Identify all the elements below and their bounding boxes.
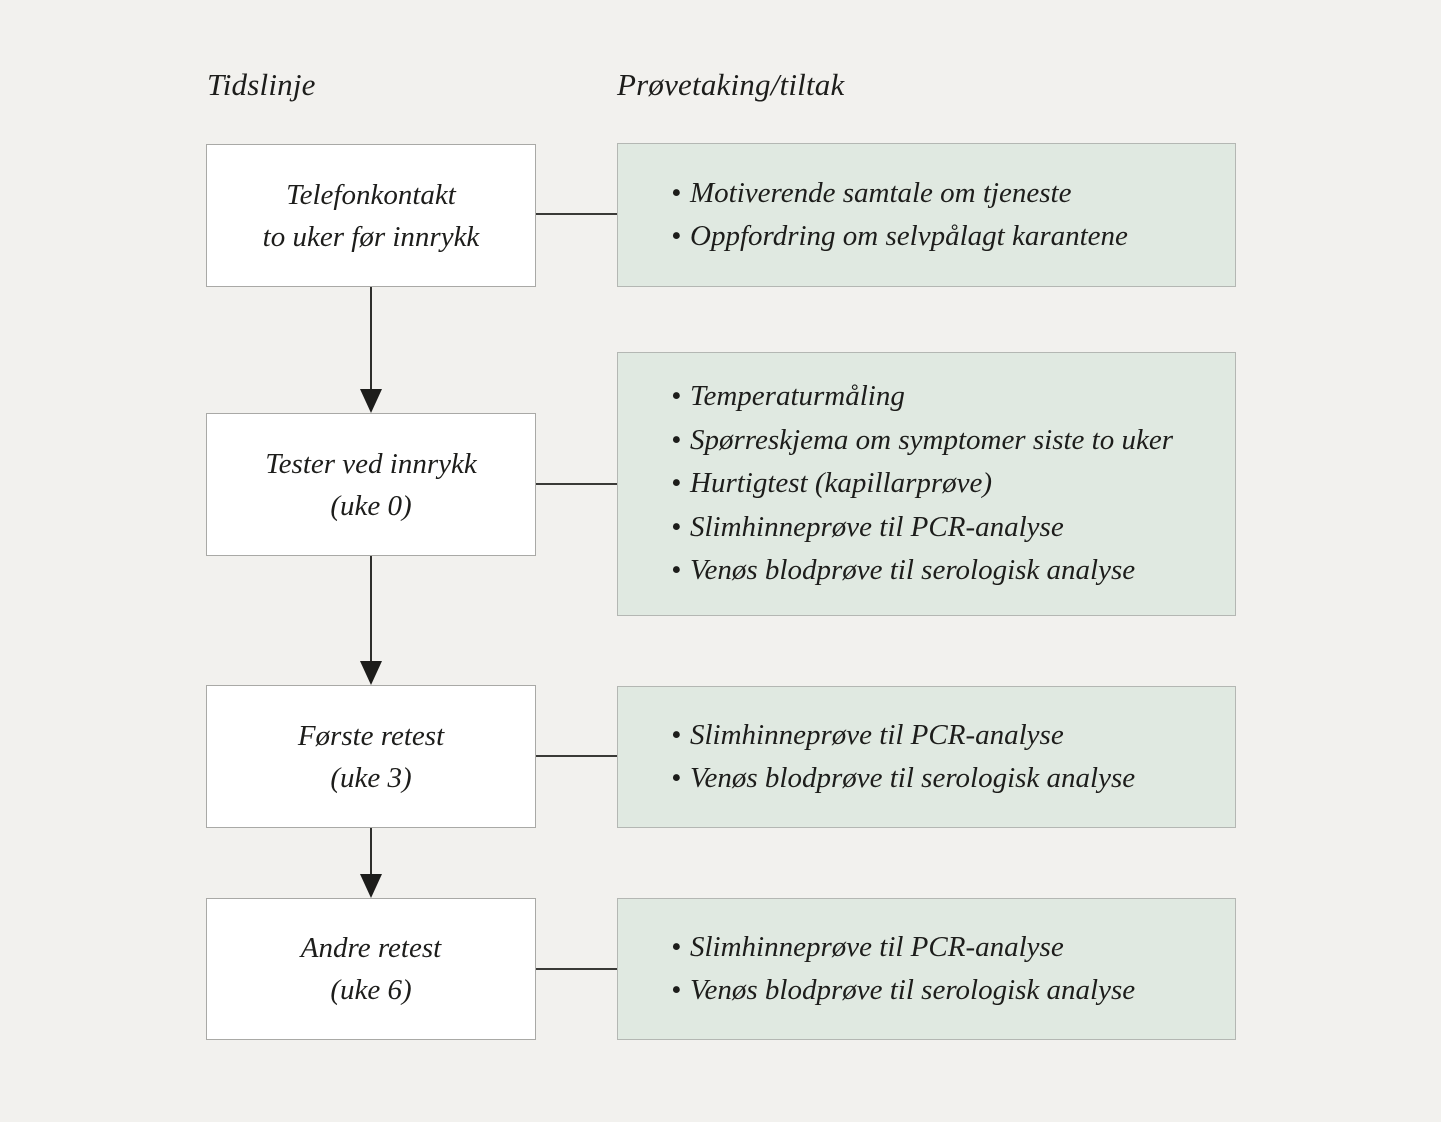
action-item: Slimhinneprøve til PCR-analyse bbox=[671, 506, 1173, 550]
timeline-box-label-line1: Telefonkontakt bbox=[286, 178, 456, 211]
timeline-box-telefonkontakt: Telefonkontakt to uker før innrykk bbox=[206, 144, 536, 287]
actions-panel-3: Slimhinneprøve til PCR-analyse Venøs blo… bbox=[617, 686, 1236, 828]
down-arrow-line-3 bbox=[370, 828, 372, 875]
connector-line-3 bbox=[536, 755, 617, 757]
action-item: Motiverende samtale om tjeneste bbox=[671, 172, 1128, 216]
down-arrow-icon bbox=[360, 874, 382, 898]
timeline-box-label-line1: Første retest bbox=[297, 719, 445, 752]
action-item: Slimhinneprøve til PCR-analyse bbox=[671, 714, 1135, 758]
actions-list: Slimhinneprøve til PCR-analyse Venøs blo… bbox=[618, 926, 1151, 1013]
timeline-box-label-line2: (uke 3) bbox=[330, 761, 412, 794]
actions-list: Slimhinneprøve til PCR-analyse Venøs blo… bbox=[618, 714, 1151, 801]
timeline-box-label-line1: Tester ved innrykk bbox=[265, 447, 477, 480]
down-arrow-line-2 bbox=[370, 556, 372, 662]
action-item: Hurtigtest (kapillarprøve) bbox=[671, 462, 1173, 506]
actions-panel-2: Temperaturmåling Spørreskjema om symptom… bbox=[617, 352, 1236, 616]
actions-panel-1: Motiverende samtale om tjeneste Oppfordr… bbox=[617, 143, 1236, 287]
action-item: Venøs blodprøve til serologisk analyse bbox=[671, 549, 1173, 593]
action-item: Spørreskjema om symptomer siste to uker bbox=[671, 419, 1173, 463]
down-arrow-line-1 bbox=[370, 287, 372, 390]
actions-list: Motiverende samtale om tjeneste Oppfordr… bbox=[618, 172, 1144, 259]
timeline-box-label-line1: Andre retest bbox=[300, 932, 442, 964]
connector-line-4 bbox=[536, 968, 617, 970]
timeline-box-label-line2: to uker før innrykk bbox=[262, 220, 480, 253]
actions-list: Temperaturmåling Spørreskjema om symptom… bbox=[618, 375, 1189, 593]
timeline-box-label-line2: (uke 6) bbox=[330, 974, 412, 1006]
action-item: Venøs blodprøve til serologisk analyse bbox=[671, 757, 1135, 801]
actions-panel-4: Slimhinneprøve til PCR-analyse Venøs blo… bbox=[617, 898, 1236, 1040]
connector-line-2 bbox=[536, 483, 617, 485]
down-arrow-icon bbox=[360, 661, 382, 685]
timeline-column-header: Tidslinje bbox=[207, 67, 316, 102]
timeline-box-tester-ved-innrykk: Tester ved innrykk (uke 0) bbox=[206, 413, 536, 556]
down-arrow-icon bbox=[360, 389, 382, 413]
timeline-box-andre-retest: Andre retest (uke 6) bbox=[206, 898, 536, 1040]
action-item: Oppfordring om selvpålagt karantene bbox=[671, 215, 1128, 259]
timeline-box-forste-retest: Første retest (uke 3) bbox=[206, 685, 536, 828]
timeline-box-label-line2: (uke 0) bbox=[330, 489, 412, 522]
actions-column-header: Prøvetaking/tiltak bbox=[617, 67, 845, 102]
action-item: Temperaturmåling bbox=[671, 375, 1173, 419]
action-item: Slimhinneprøve til PCR-analyse bbox=[671, 926, 1135, 970]
action-item: Venøs blodprøve til serologisk analyse bbox=[671, 969, 1135, 1013]
connector-line-1 bbox=[536, 213, 617, 215]
